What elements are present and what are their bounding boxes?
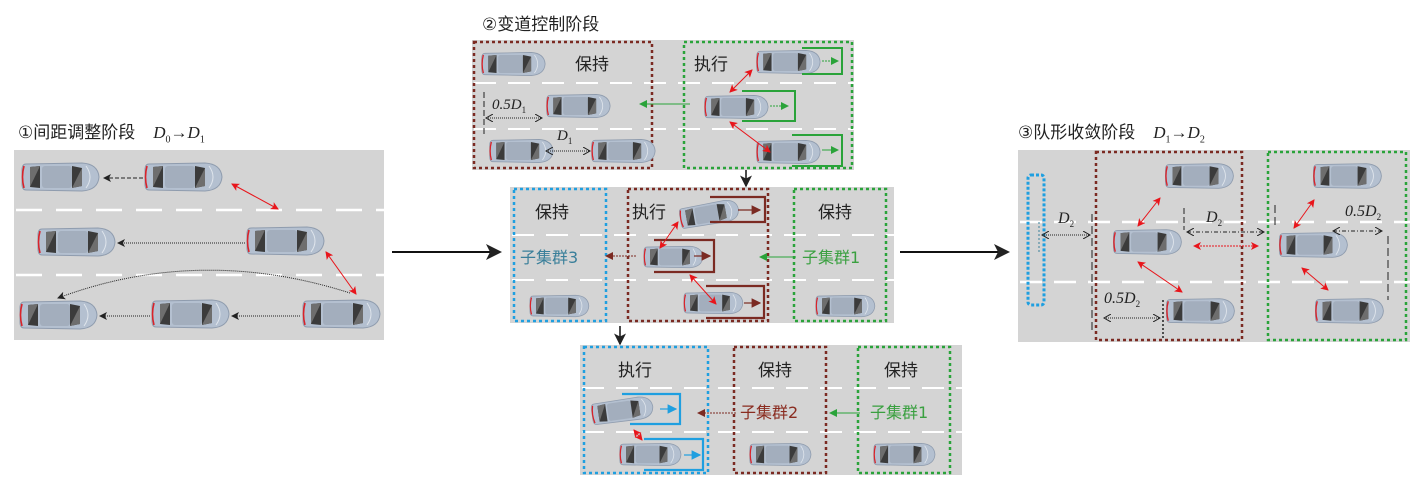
stage2-mid-right-label: 保持 (818, 203, 852, 223)
car-icon (1312, 162, 1383, 190)
stage2-mid-group1-label: 子集群1 (802, 248, 860, 267)
car-icon (1278, 231, 1349, 259)
car-icon (643, 245, 704, 269)
car-icon (21, 162, 100, 192)
car-icon (37, 227, 116, 257)
stage2-bottom-group1-label: 子集群1 (870, 403, 928, 422)
stage3-gap-mid-label: D2 (1205, 209, 1222, 228)
stage2-bottom-center-label: 保持 (758, 361, 792, 381)
car-icon (619, 442, 682, 467)
stage2-mid-center-label: 执行 (632, 203, 666, 223)
car-icon (749, 442, 812, 467)
car-icon (546, 93, 611, 119)
car-icon (151, 299, 230, 329)
stage1-formula: D0→D1 (153, 123, 205, 146)
stage2-title-text: ②变道控制阶段 (482, 15, 600, 35)
stage3-half-left-label: 0.5D2 (1104, 290, 1140, 309)
stage3-green-group-box (1266, 150, 1408, 342)
car-icon (873, 442, 936, 467)
stage2-bottom-red-link (633, 429, 643, 441)
car-icon (756, 49, 821, 75)
stage1-lane-markings (16, 208, 384, 277)
car-icon (704, 94, 769, 120)
stage2-mid-center-box (626, 187, 770, 323)
stage1-title: ①间距调整阶段 D0→D1 (18, 118, 205, 145)
stage3-title: ③队形收敛阶段 D1→D2 (1018, 118, 1205, 145)
car-icon (144, 162, 223, 192)
car-icon (756, 139, 821, 165)
car-icon (1165, 297, 1236, 325)
stage2-mid-red-links (659, 221, 717, 305)
car-icon (529, 294, 590, 318)
car-icon (591, 138, 656, 164)
car-icon (1314, 297, 1385, 325)
car-icon (589, 394, 655, 427)
stage2-bottom-left-box (582, 345, 710, 475)
car-icon (19, 300, 98, 330)
car-icon (815, 294, 876, 318)
stage2-bottom-right-label: 保持 (884, 361, 918, 381)
stage3-dimensions (1038, 205, 1389, 340)
car-icon (677, 197, 741, 231)
stage3-formula: D1→D2 (1153, 123, 1205, 146)
stage3-lane-markings (1020, 220, 1410, 284)
car-icon (246, 226, 325, 256)
stage2-mid-right-box (792, 187, 888, 323)
stage2-top-keep-label: 保持 (575, 55, 609, 75)
car-icon (302, 299, 381, 329)
stage2-top-lane-markings (474, 82, 854, 130)
stage2-top-half-gap-label: 0.5D1 (492, 97, 526, 115)
stage3-half-right-label: 0.5D2 (1345, 203, 1381, 222)
stage2-mid-exec-paths (605, 195, 767, 320)
stage2-top-dimensions (483, 92, 590, 151)
stage3-gap-left-label: D2 (1057, 210, 1074, 229)
stage2-bottom-right-box (856, 345, 952, 475)
stage2-title: ②变道控制阶段 (482, 10, 599, 35)
car-icon (481, 51, 546, 77)
stage3-blue-group-box (1026, 173, 1046, 307)
stage2-top-exec-paths (639, 47, 843, 167)
stage2-mid-group3-label: 子集群3 (520, 248, 578, 267)
stage2-bottom-group2-label: 子集群2 (740, 403, 798, 422)
stage1-arrows (57, 174, 357, 320)
stage2-bottom-center-box (732, 345, 828, 475)
stage2-top-gap-label: D1 (556, 128, 572, 146)
stage3-title-text: ③队形收敛阶段 (1018, 123, 1136, 143)
stage2-bottom-left-label: 执行 (618, 361, 652, 381)
stage3-red-links (1137, 197, 1329, 293)
stage3-cars (1112, 162, 1385, 325)
stage2-bottom-lane-markings (582, 387, 962, 433)
car-icon (489, 138, 554, 164)
stage2-top-keep-box (472, 40, 654, 170)
car-icon (683, 291, 744, 315)
car-icon (1164, 162, 1235, 190)
stage1-cars (19, 162, 381, 330)
stage2-top-red-links (729, 69, 771, 153)
car-icon (1112, 228, 1183, 256)
stage2-top-exec-label: 执行 (694, 55, 728, 75)
stage2-bottom-exec-paths (622, 392, 705, 472)
stage2-top-exec-box (682, 40, 854, 170)
stage1-title-text: ①间距调整阶段 (18, 123, 136, 143)
stage2-mid-left-label: 保持 (535, 203, 569, 223)
